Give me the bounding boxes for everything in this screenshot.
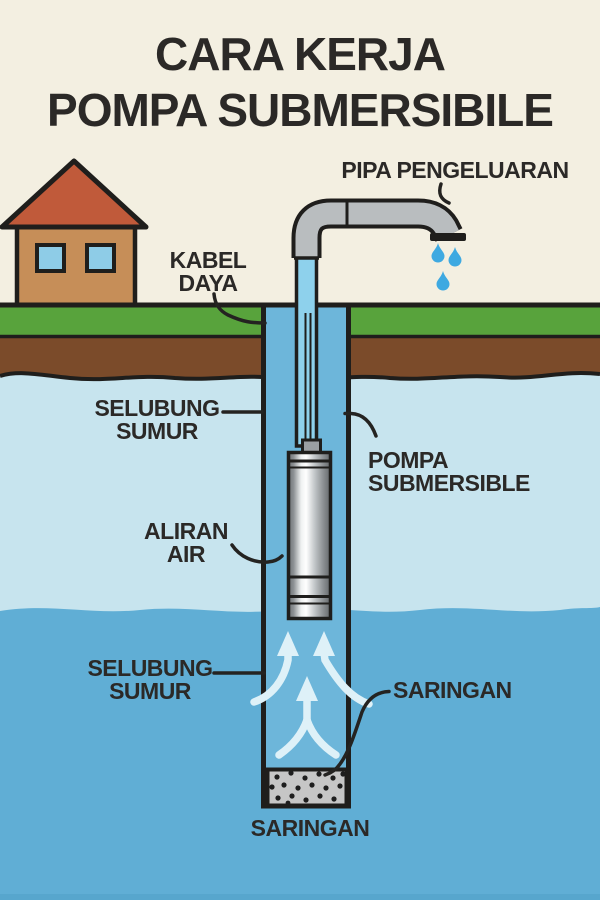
leader-pipa-pengeluaran [437,182,451,205]
flow-arrow-left-head [277,631,299,656]
house-window-right [85,243,116,273]
flow-arrow-left [250,649,292,706]
flow-arrows [250,631,373,759]
screen-dots [269,770,346,806]
leader-kabel-daya [212,292,267,325]
pump-body [286,450,333,621]
label-selubung-sumur-lower: SELUBUNG SUMUR [87,655,213,704]
label-saringan-bottom: SARINGAN [250,815,370,841]
water-drop [431,243,445,263]
flow-arrow-right [320,649,373,708]
water-drop [448,247,462,267]
water-drop [436,271,450,291]
title-line-1: CARA KERJA [155,28,446,80]
leader-saringan [323,689,391,777]
title-line-2: POMPA SUBMERSIBILE [47,84,554,136]
label-selubung-sumur-upper: SELUBUNG SUMUR [94,395,220,444]
label-saringan-side: SARINGAN [393,677,512,703]
outlet-pipe [291,198,466,260]
page-title: CARA KERJA POMPA SUBMERSIBILE [0,26,600,138]
well-screen [265,767,349,808]
flow-arrow-center-leg-right [303,716,340,759]
house-wall [14,223,138,309]
label-kabel-daya: KABEL DAYA [169,247,247,296]
bottom-water-strip [0,894,600,900]
flow-arrow-center-head [296,676,318,701]
submersible-pump [286,438,333,621]
leader-lines [212,182,451,777]
house-roof [0,158,149,230]
outlet-pipe-body [295,202,459,258]
label-aliran-air: ALIRAN AIR [144,518,228,567]
power-cable [304,313,312,441]
label-pipa-pengeluaran: PIPA PENGELUARAN [341,157,569,183]
water-drops [431,243,462,291]
flow-arrow-right-head [313,631,335,656]
leader-pompa-submersible [343,411,378,438]
house-window-left [35,243,66,273]
spout-flange [430,233,466,241]
pump-bands [288,459,331,605]
house [0,158,149,309]
leader-aliran-air [230,543,284,564]
label-pompa-submersible: POMPA SUBMERSIBLE [368,447,530,496]
